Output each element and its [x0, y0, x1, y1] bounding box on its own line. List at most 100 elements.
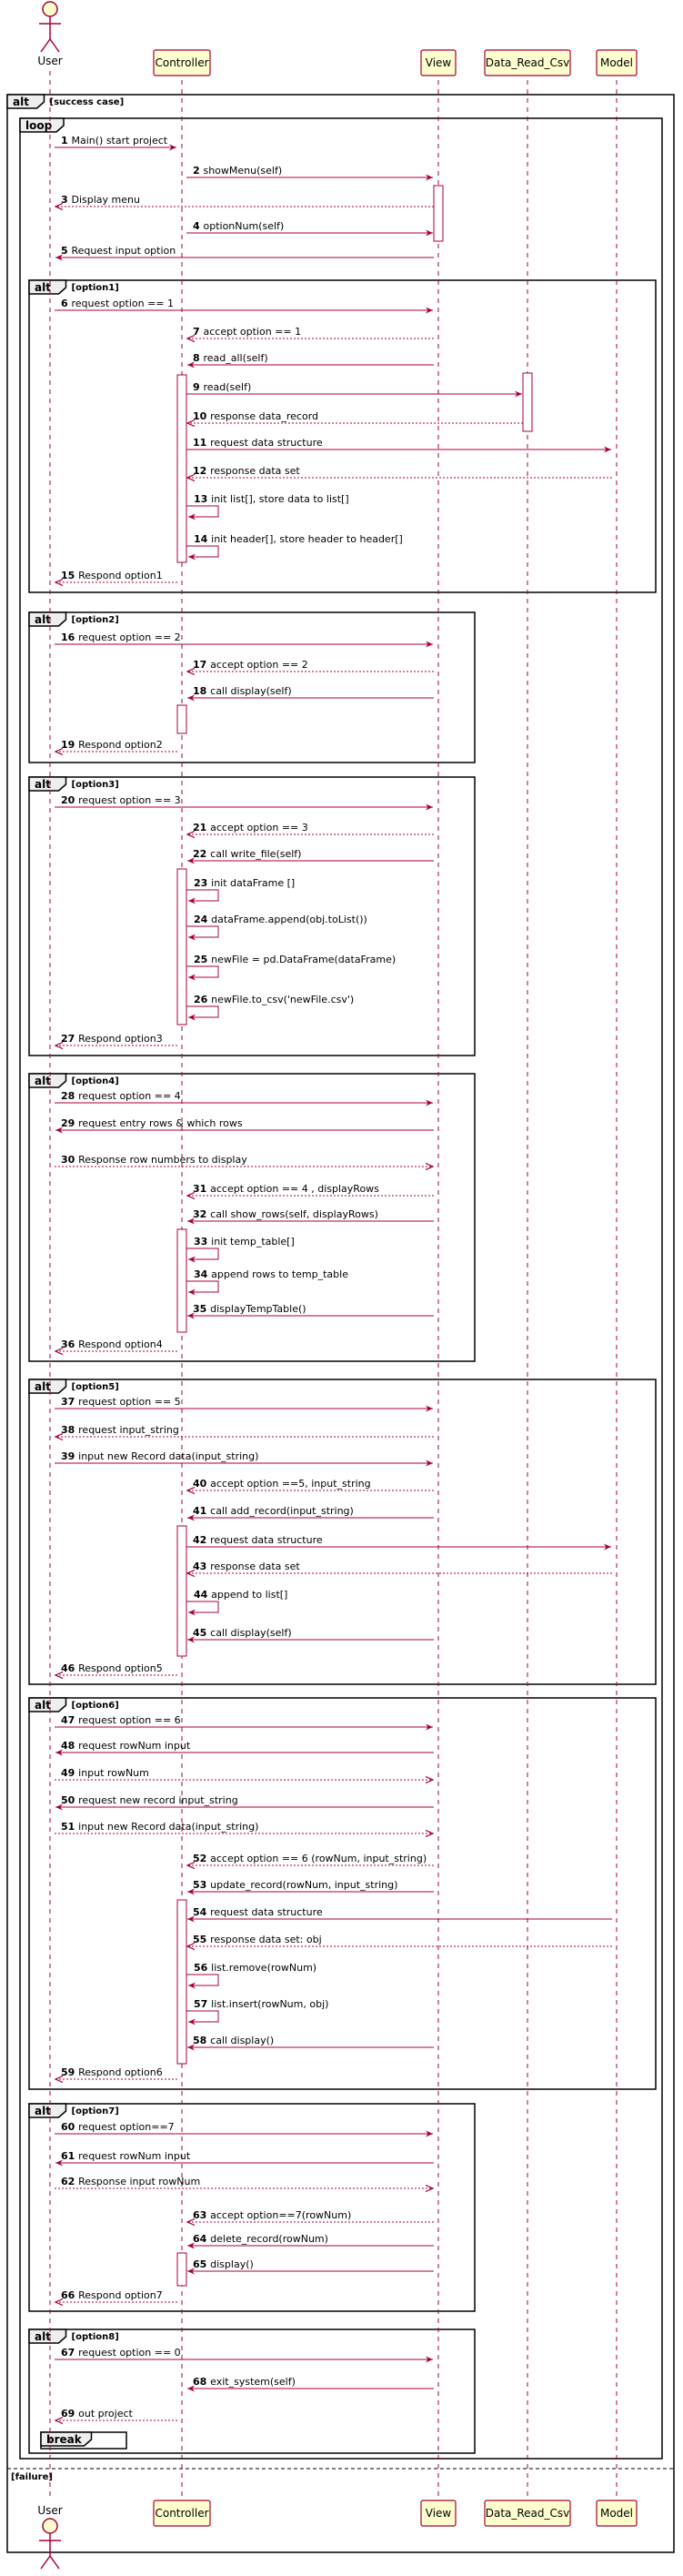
message-text: accept option ==5, input_string	[210, 1478, 370, 1490]
frame-kind-label: alt	[35, 1380, 51, 1393]
frame-kind-label: alt	[35, 281, 51, 294]
message-text: accept option==7(rowNum)	[210, 2209, 351, 2221]
message-30: 30 Response row numbers to display	[55, 1154, 433, 1167]
message-39: 39 input new Record data(input_string)	[55, 1450, 433, 1467]
frame-tab	[28, 776, 67, 792]
message-number: 14	[194, 533, 211, 545]
message-text: Respond option4	[78, 1339, 163, 1350]
message-label: 23 init dataFrame []	[194, 877, 295, 889]
message-51: 51 input new Record data(input_string)	[55, 1821, 433, 1834]
frame-alt-7: alt[option6]	[28, 1697, 657, 2090]
frame-tab	[28, 1073, 67, 1088]
message-arrow	[186, 1005, 219, 1021]
message-12: 12 response data set	[187, 465, 612, 478]
message-label: 22 call write_file(self)	[193, 848, 301, 860]
message-label: 34 append rows to temp_table	[194, 1268, 348, 1280]
message-number: 31	[193, 1183, 210, 1195]
message-number: 53	[193, 1879, 210, 1891]
participant-data-top: Data_Read_Csv	[484, 49, 571, 76]
message-number: 52	[193, 1853, 210, 1864]
message-label: 68 exit_system(self)	[193, 2376, 296, 2388]
message-text: Respond option1	[78, 570, 163, 581]
message-1: 1 Main() start project	[55, 135, 176, 151]
message-label: 8 read_all(self)	[193, 352, 268, 364]
message-text: out project	[78, 2408, 133, 2419]
message-number: 67	[61, 2347, 78, 2359]
frame-guard-label: [option1]	[72, 283, 119, 293]
message-48: 48 request rowNum input	[55, 1740, 434, 1756]
message-label: 59 Respond option6	[61, 2066, 163, 2078]
message-label: 67 request option == 0	[61, 2347, 181, 2359]
message-label: 5 Request input option	[61, 245, 176, 257]
message-text: request option == 5	[78, 1396, 181, 1408]
actor-leg-right	[49, 38, 60, 53]
actor-head-icon	[42, 1, 58, 17]
message-text: display()	[210, 2258, 254, 2270]
message-number: 40	[193, 1478, 210, 1490]
message-32: 32 call show_rows(self, displayRows)	[187, 1208, 434, 1225]
message-label: 49 input rowNum	[61, 1767, 149, 1779]
actor-leg-right	[49, 2555, 60, 2570]
frame-tab	[28, 279, 67, 295]
message-53: 53 update_record(rowNum, input_string)	[187, 1879, 434, 1895]
participant-box	[153, 49, 211, 76]
message-label: 38 request input_string	[61, 1424, 179, 1436]
message-label: 30 Response row numbers to display	[61, 1154, 247, 1166]
actor-head-icon	[42, 2518, 58, 2534]
message-label: 62 Response input rowNum	[61, 2176, 200, 2187]
participant-controller-top: Controller	[153, 49, 211, 76]
message-label: 46 Respond option5	[61, 1662, 163, 1674]
message-61: 61 request rowNum input	[55, 2150, 434, 2167]
participant-label: View	[426, 2507, 452, 2520]
message-number: 38	[61, 1424, 78, 1436]
message-arrow	[186, 1280, 219, 1296]
participant-label: Controller	[155, 56, 208, 69]
message-number: 64	[193, 2233, 210, 2245]
message-number: 50	[61, 1794, 78, 1806]
frame-guard-label: [option5]	[72, 1382, 119, 1392]
message-text: dataFrame.append(obj.toList())	[211, 914, 367, 925]
frame-tab	[28, 1697, 67, 1712]
message-text: input new Record data(input_string)	[78, 1821, 258, 1833]
message-text: request new record input_string	[78, 1794, 238, 1806]
frame-guard-label: [option8]	[72, 2332, 119, 2342]
message-number: 26	[194, 994, 211, 1005]
message-7: 7 accept option == 1	[187, 326, 434, 338]
participant-label: Model	[600, 56, 633, 69]
message-50: 50 request new record input_string	[55, 1794, 434, 1811]
message-text: init dataFrame []	[211, 877, 295, 889]
message-label: 35 displayTempTable()	[193, 1303, 306, 1315]
message-label: 56 list.remove(rowNum)	[194, 1962, 316, 1974]
message-arrow	[186, 1248, 219, 1263]
frame-loop-1: loop	[19, 117, 663, 2460]
message-label: 16 request option == 2	[61, 631, 181, 643]
message-5: 5 Request input option	[55, 245, 434, 261]
message-label: 43 response data set	[193, 1561, 300, 1572]
message-number: 8	[193, 352, 203, 364]
message-number: 58	[193, 2035, 210, 2046]
frame-tab	[28, 611, 67, 627]
message-number: 49	[61, 1767, 78, 1779]
message-58: 58 call display()	[187, 2035, 434, 2051]
frame-border	[28, 279, 657, 593]
message-number: 24	[194, 914, 211, 925]
message-number: 4	[193, 220, 203, 232]
message-35: 35 displayTempTable()	[187, 1303, 434, 1319]
message-label: 36 Respond option4	[61, 1339, 163, 1350]
message-text: accept option == 6 (rowNum, input_string…	[210, 1853, 427, 1864]
participant-view-bottom: View	[420, 2500, 457, 2527]
message-65: 65 display()	[187, 2258, 434, 2275]
participant-view-top: View	[420, 49, 457, 76]
message-26: 26 newFile.to_csv('newFile.csv')	[186, 994, 354, 1021]
message-49: 49 input rowNum	[55, 1767, 433, 1780]
message-label: 60 request option==7	[61, 2121, 175, 2133]
frame-guard-label: [option2]	[72, 615, 119, 625]
message-number: 68	[193, 2376, 210, 2388]
message-text: response data set	[210, 465, 300, 477]
frame-border	[28, 776, 476, 1056]
message-31: 31 accept option == 4 , displayRows	[187, 1183, 434, 1196]
message-text: request option == 3	[78, 794, 181, 806]
message-text: read(self)	[203, 381, 251, 393]
actor-leg-left	[40, 38, 51, 53]
message-number: 45	[193, 1627, 210, 1639]
